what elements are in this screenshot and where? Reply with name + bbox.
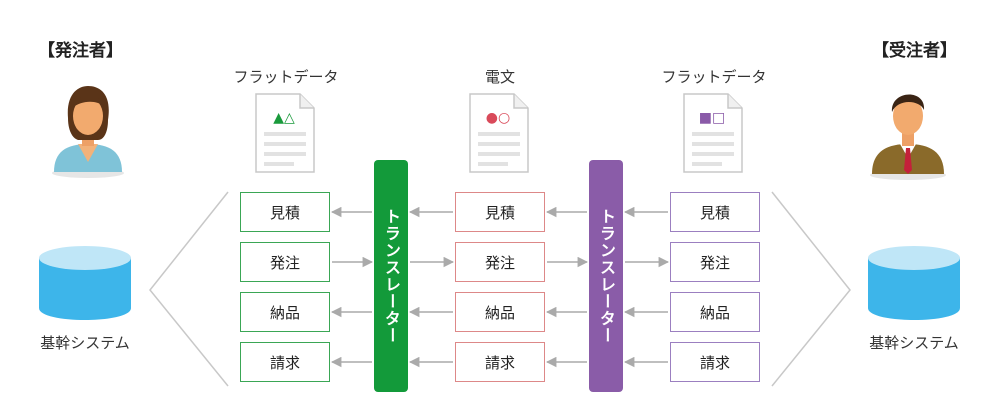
left-document-icon: ▲△ — [254, 92, 316, 174]
center-step-box: 納品 — [455, 292, 545, 332]
left-system-label: 基幹システム — [40, 334, 130, 352]
female-person-icon — [48, 80, 128, 180]
receiving-party-heading: 【受注者】 — [872, 41, 957, 61]
right-translator-label: トランスレーター — [597, 208, 616, 344]
ordering-party-heading: 【発注者】 — [38, 41, 123, 61]
right-step-box: 請求 — [670, 342, 760, 382]
center-document-icon: ●○ — [468, 92, 530, 174]
triangle-marks: ▲△ — [273, 110, 295, 126]
right-system-label: 基幹システム — [869, 334, 959, 352]
message-label: 電文 — [484, 68, 515, 86]
right-step-box: 発注 — [670, 242, 760, 282]
right-translator-bar: トランスレーター — [589, 160, 623, 392]
circle-marks: ●○ — [486, 110, 510, 126]
left-step-box: 請求 — [240, 342, 330, 382]
left-step-box: 発注 — [240, 242, 330, 282]
left-funnel-line — [149, 191, 229, 387]
left-step-box: 見積 — [240, 192, 330, 232]
left-translator-label: トランスレーター — [382, 208, 401, 344]
left-flat-data-label: フラットデータ — [233, 68, 339, 86]
right-database-icon — [866, 244, 962, 324]
right-step-box: 見積 — [670, 192, 760, 232]
right-document-icon: ■□ — [682, 92, 744, 174]
left-step-box: 納品 — [240, 292, 330, 332]
male-person-icon — [866, 80, 950, 182]
right-step-box: 納品 — [670, 292, 760, 332]
right-funnel-line — [771, 191, 851, 387]
square-marks: ■□ — [699, 110, 725, 126]
left-database-icon — [37, 244, 133, 324]
center-step-box: 請求 — [455, 342, 545, 382]
center-step-box: 見積 — [455, 192, 545, 232]
left-translator-bar: トランスレーター — [374, 160, 408, 392]
right-flat-data-label: フラットデータ — [661, 68, 767, 86]
center-step-box: 発注 — [455, 242, 545, 282]
